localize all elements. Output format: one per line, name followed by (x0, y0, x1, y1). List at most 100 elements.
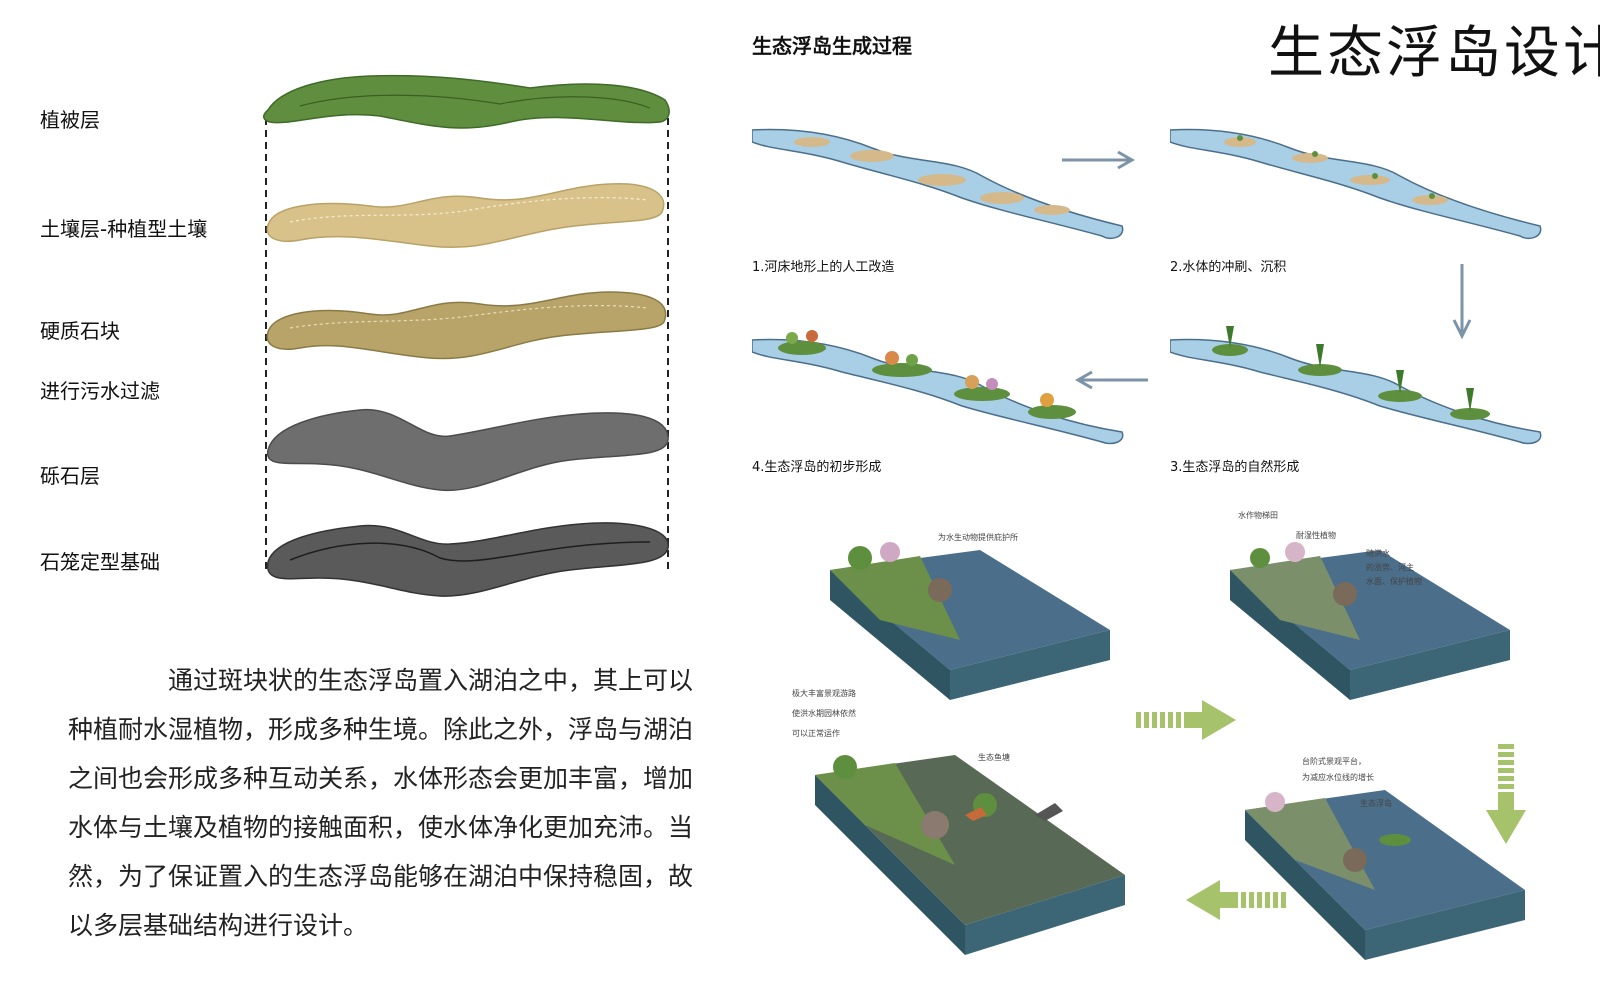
page-title: 生态浮岛设计 (1268, 21, 1600, 86)
tree (1226, 326, 1234, 348)
sand-bar (850, 150, 894, 162)
land-area (815, 763, 955, 865)
tree (1250, 548, 1270, 568)
stone-contour (289, 304, 649, 329)
shrub (1312, 151, 1318, 157)
island (954, 387, 1010, 401)
tree (1316, 344, 1324, 368)
step3-label: 3.生态浮岛的自然形成 (1170, 460, 1300, 475)
block4-illustration (1245, 790, 1525, 960)
step4-river-diagram (752, 330, 1124, 445)
floating-island (1379, 834, 1411, 846)
island (1212, 344, 1248, 356)
island (1378, 390, 1422, 402)
island (1450, 408, 1490, 420)
river-channel (1170, 338, 1542, 445)
annotation: 水作物梯田 (1238, 511, 1278, 520)
annotation: 使洪水期园林依然 (792, 709, 856, 718)
annotation: 极大丰富景观游路 (792, 689, 856, 698)
layer-label-vegetation: 植被层 (40, 108, 100, 132)
process-title: 生态浮岛生成过程 (752, 34, 912, 58)
sand-bar (794, 137, 830, 147)
sand-bar (1292, 153, 1328, 163)
tree (1333, 582, 1357, 606)
soil-layer (266, 183, 665, 249)
block2-illustration (1230, 542, 1510, 700)
tree (833, 755, 857, 779)
description-line: 水体与土壤及植物的接触面积，使水体净化更加充沛。当 (68, 813, 694, 842)
description-line: 以多层基础结构进行设计。 (68, 911, 369, 940)
tree (921, 811, 949, 839)
bird-icon (965, 807, 987, 821)
arrow-down-icon (1452, 264, 1472, 340)
block1-illustration (830, 542, 1110, 700)
land-area (1245, 798, 1375, 890)
step1-label: 1.河床地形上的人工改造 (752, 260, 895, 275)
tree (1396, 370, 1404, 394)
shrub (1237, 135, 1243, 141)
block-side (1230, 570, 1350, 700)
block-side (1350, 630, 1510, 700)
layer-label-soil: 土壤层-种植型土壤 (40, 217, 208, 241)
green-arrow-left-icon (1186, 880, 1286, 920)
layer-label-gabion: 石笼定型基础 (40, 550, 160, 574)
tree (1285, 542, 1305, 562)
block-side (1245, 810, 1365, 960)
island (1298, 364, 1342, 376)
block-side (1365, 890, 1525, 960)
island (1028, 405, 1076, 419)
annotation: 可以正常运作 (792, 729, 840, 738)
layer-label-gravel: 砾石层 (40, 464, 100, 488)
island (778, 341, 826, 355)
tree (928, 578, 952, 602)
tree (786, 332, 798, 344)
tree (885, 351, 899, 365)
annotation: 耐湿性植物 (1296, 531, 1336, 540)
bird-icon (1035, 803, 1063, 821)
block-side (950, 630, 1110, 700)
block3-illustration (815, 755, 1125, 955)
step2-river-diagram (1170, 128, 1542, 240)
river-channel (752, 338, 1124, 445)
tree (1040, 393, 1054, 407)
layer-label-filtration: 进行污水过滤 (40, 379, 160, 403)
tree (986, 378, 998, 390)
land-area (830, 556, 960, 640)
sand-bar (918, 174, 966, 186)
annotation: 的涨势、河主 (1366, 563, 1414, 572)
gravel-layer (266, 409, 669, 492)
step3-river-diagram (1170, 326, 1542, 445)
annotation: 生态浮岛 (1360, 799, 1392, 808)
step2-label: 2.水体的冲刷、沉积 (1170, 260, 1287, 275)
soil-contour (289, 197, 649, 223)
layer-stack-diagram (263, 74, 670, 597)
annotation: 水面、保护植物 (1366, 577, 1422, 586)
tree (880, 542, 900, 562)
description-line: 然，为了保证置入的生态浮岛能够在湖泊中保持稳固，故 (68, 862, 694, 891)
description-line: 通过斑块状的生态浮岛置入湖泊之中，其上可以 (168, 666, 694, 695)
block-side (815, 775, 965, 955)
step4-label: 4.生态浮岛的初步形成 (752, 460, 882, 475)
sand-bar (1224, 137, 1256, 147)
green-arrow-right-icon (1136, 700, 1236, 740)
arrow-right-icon (1062, 150, 1136, 170)
annotation: 为减应水位线的增长 (1302, 773, 1374, 782)
gabion-contour (289, 541, 651, 562)
land-area (1230, 556, 1360, 640)
description-line: 之间也会形成多种互动关系，水体形态会更加丰富，增加 (68, 764, 694, 793)
vegetation-contour (299, 94, 651, 109)
tree (1466, 388, 1474, 412)
shrub (1372, 173, 1378, 179)
sand-bar (1412, 195, 1448, 205)
island (872, 363, 932, 377)
annotation: 台阶式景观平台， (1302, 757, 1366, 766)
vegetation-layer (263, 74, 670, 129)
shrub (1429, 193, 1435, 199)
description-line: 种植耐水湿植物，形成多种生境。除此之外，浮岛与湖泊 (68, 715, 694, 744)
tree (965, 375, 979, 389)
annotation: 随洪水 (1366, 549, 1390, 558)
tree (806, 330, 818, 342)
annotation: 生态鱼塘 (978, 753, 1010, 762)
tree (906, 354, 918, 366)
block-side (965, 875, 1125, 955)
